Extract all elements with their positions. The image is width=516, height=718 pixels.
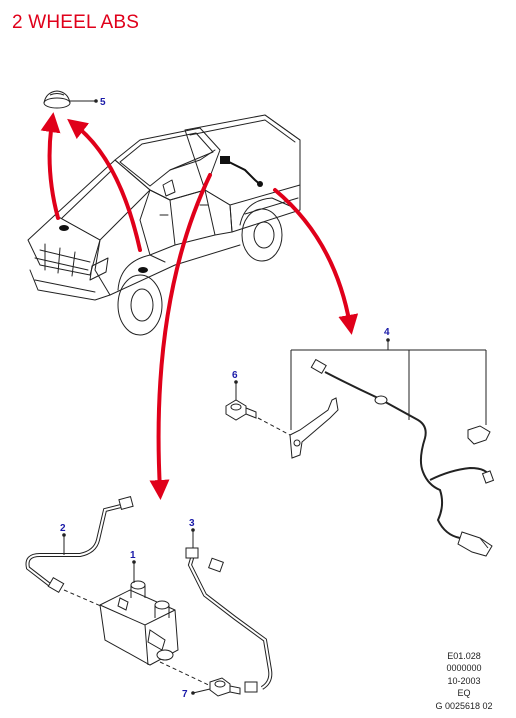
callout-5: 5 — [100, 97, 106, 108]
part-1-valve-assembly — [99, 560, 216, 689]
callout-numbers: 5 6 4 2 3 1 7 — [60, 97, 390, 700]
pickup-truck-illustration — [27, 114, 301, 336]
part-5-plug — [43, 90, 98, 109]
reference-code: E01.028 — [447, 650, 481, 661]
arrow-to-plug-left — [40, 112, 61, 220]
part-6-bolt — [225, 380, 291, 436]
callout-7: 7 — [182, 689, 188, 700]
part-7-bolt — [191, 677, 241, 697]
reference-date: 10-2003 — [447, 675, 481, 686]
diagram-title: 2 WHEEL ABS — [12, 12, 140, 33]
part-3-brake-pipe — [185, 528, 273, 693]
reference-market: EQ — [457, 688, 471, 698]
red-indicator-arrows — [40, 112, 359, 500]
part-2-brake-pipe — [25, 496, 134, 611]
callout-1: 1 — [130, 550, 136, 561]
callout-6: 6 — [232, 370, 238, 381]
arrow-to-valve-assembly — [149, 173, 212, 500]
part-4-sensor-harness — [289, 338, 495, 557]
reference-number: 0000000 — [446, 663, 482, 673]
reference-block: E01.028 0000000 10-2003 EQ G 0025618 02 — [424, 650, 504, 713]
callout-3: 3 — [189, 518, 195, 529]
callout-2: 2 — [60, 523, 66, 534]
reference-illustration-id: G 0025618 02 — [435, 700, 493, 711]
arrow-to-sensor-harness — [273, 188, 359, 335]
callout-4: 4 — [384, 327, 390, 338]
truck-mounted-parts — [59, 156, 263, 273]
arrow-to-plug-right — [67, 118, 142, 252]
